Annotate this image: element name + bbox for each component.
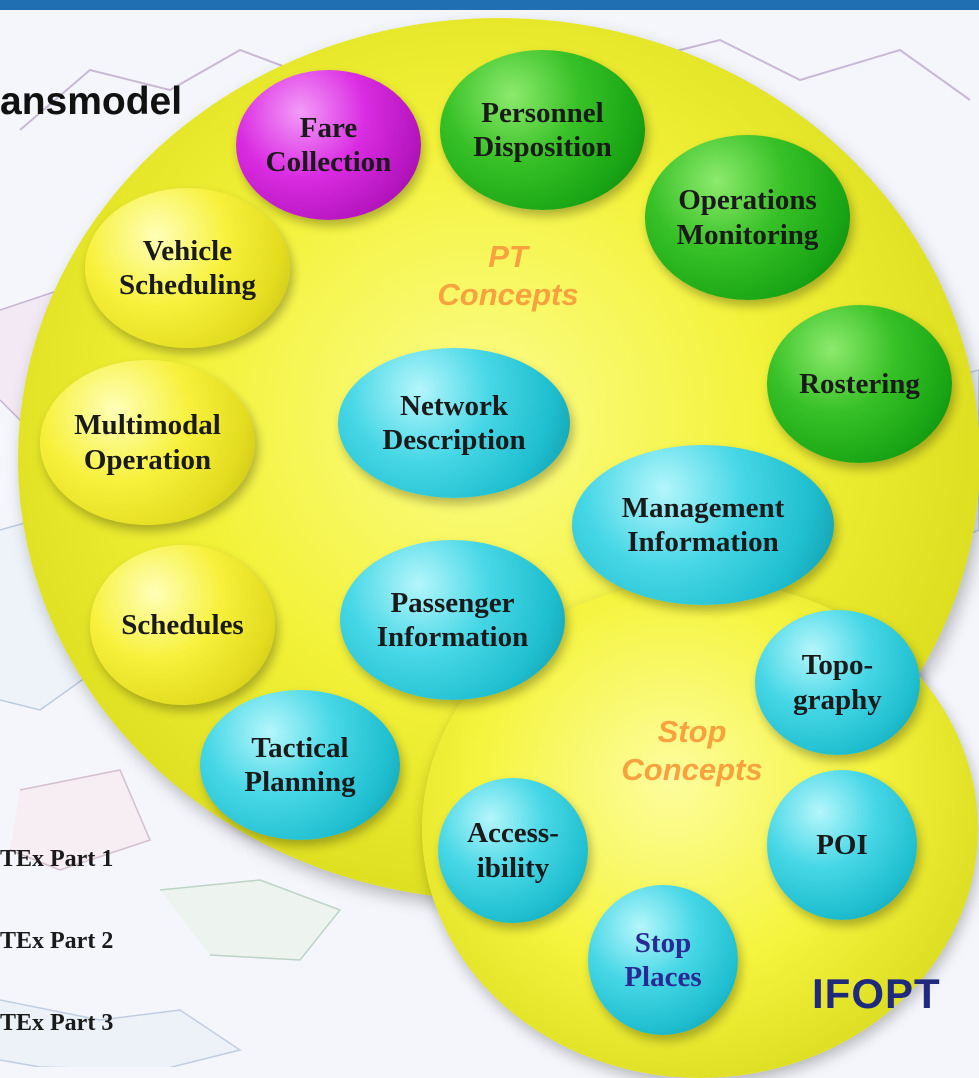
network-description-bubble[interactable]: Network Description	[338, 348, 570, 498]
rostering-bubble[interactable]: Rostering	[767, 305, 952, 463]
ifopt-title: IFOPT	[812, 970, 941, 1017]
management-information-bubble[interactable]: Management Information	[572, 445, 834, 605]
legend-item-part3: TEx Part 3	[0, 1010, 114, 1036]
poi-bubble[interactable]: POI	[767, 770, 917, 920]
stop-places-bubble[interactable]: Stop Places	[588, 885, 738, 1035]
legend-item-part1: TEx Part 1	[0, 846, 114, 872]
schedules-bubble[interactable]: Schedules	[90, 545, 275, 705]
pt-concepts-label: PT Concepts	[437, 239, 579, 312]
tactical-planning-bubble[interactable]: Tactical Planning	[200, 690, 400, 840]
top-accent-bar	[0, 0, 979, 10]
operations-monitoring-bubble[interactable]: Operations Monitoring	[645, 135, 850, 300]
multimodal-operation-bubble[interactable]: Multimodal Operation	[40, 360, 255, 525]
accessibility-bubble[interactable]: Access- ibility	[438, 778, 588, 923]
personnel-disposition-bubble[interactable]: Personnel Disposition	[440, 50, 645, 210]
transmodel-title: ansmodel	[0, 80, 183, 123]
topography-bubble[interactable]: Topo- graphy	[755, 610, 920, 755]
passenger-information-bubble[interactable]: Passenger Information	[340, 540, 565, 700]
stop-concepts-label: Stop Concepts	[621, 714, 763, 787]
vehicle-scheduling-bubble[interactable]: Vehicle Scheduling	[85, 188, 290, 348]
legend-item-part2: TEx Part 2	[0, 928, 114, 954]
fare-collection-bubble[interactable]: Fare Collection	[236, 70, 421, 220]
